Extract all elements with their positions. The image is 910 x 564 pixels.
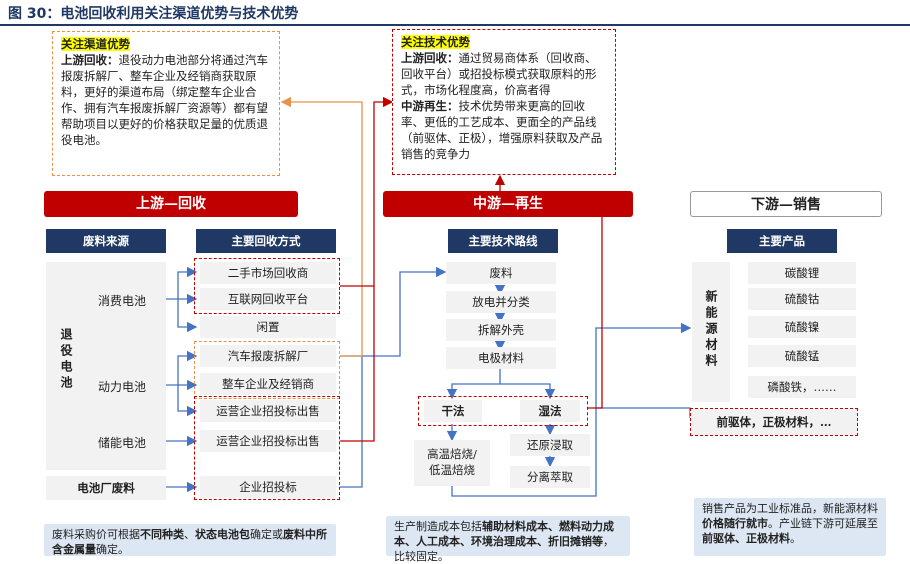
tech-advantage-note: 关注技术优势 上游回收：通过贸易商体系（回收商、回收平台）或招投标模式获取原料的… (392, 29, 616, 175)
method-enterprise-bidding: 企业招投标 (200, 476, 336, 498)
channel-note-heading: 关注渠道优势 (61, 37, 130, 51)
midstream-header: 中游—再生 (383, 191, 633, 217)
method-idle: 闲置 (200, 316, 336, 338)
tech-note-sub-midstream: 中游再生： (401, 99, 459, 113)
footnote-text: 废料采购价可根据 (52, 528, 140, 541)
footnote-bold: 辅助材料成本、燃料动力成本、人工成本、环境治理成本、折旧摊销等 (394, 520, 614, 548)
bidding-channel-outline (194, 396, 340, 500)
footnote-text: 。 (790, 532, 801, 545)
step-dismantle: 拆解外壳 (446, 319, 556, 341)
tech-note-text-midstream: 技术优势带来更高的回收率、更低的工艺成本、更面全的产品线（前驱体、正极），增强原… (401, 99, 603, 161)
new-energy-material-column: 新能源材料 (692, 262, 730, 402)
product-manganese-sulfate: 硫酸锰 (748, 345, 856, 367)
precursor-cathode-box: 前驱体，正极材料，… (690, 408, 858, 436)
footnote-downstream: 销售产品为工业标准品，新能源材料价格随行就市。产业链下游可延展至前驱体、正极材料… (694, 498, 886, 556)
method-oem-dealer: 整车企业及经销商 (200, 373, 336, 395)
footnote-text: 。产业链下游可延展至 (768, 517, 878, 530)
power-battery-label: 动力电池 (98, 380, 147, 394)
storage-battery-label: 储能电池 (98, 436, 147, 450)
tech-note-heading: 关注技术优势 (401, 35, 470, 49)
title-divider (0, 24, 910, 26)
footnote-midstream: 生产制造成本包括辅助材料成本、燃料动力成本、人工成本、环境治理成本、折旧摊销等，… (386, 516, 630, 563)
channel-note-text: 退役动力电池部分将通过汽车报废拆解厂、整车企业及经销商获取原料，更好的渠道布局（… (61, 53, 268, 147)
retired-battery-label: 退役电池 (59, 328, 73, 392)
footnote-bold: 状态电池包 (195, 528, 250, 541)
footnote-text: 、 (184, 528, 195, 541)
footnote-text: 确定。 (96, 543, 129, 556)
figure-title: 图 30：电池回收利用关注渠道优势与技术优势 (8, 6, 299, 22)
footnote-bold: 废料中所含金属量 (52, 528, 327, 556)
product-lithium-carbonate: 碳酸锂 (748, 262, 856, 284)
tech-route-header: 主要技术路线 (448, 229, 558, 253)
step-discharge-sort: 放电并分类 (446, 291, 556, 313)
trader-channel-outline (194, 258, 340, 314)
wet-process: 湿法 (520, 400, 580, 422)
consumer-battery-label: 消费电池 (98, 294, 147, 308)
battery-type-column (86, 262, 166, 470)
footnote-text: 确定或 (250, 528, 283, 541)
step-extraction: 分离萃取 (510, 466, 590, 488)
step-electrode-material: 电极材料 (446, 347, 556, 369)
method-scrapyard: 汽车报废拆解厂 (200, 345, 336, 367)
footnote-bold: 价格随行就市 (702, 517, 768, 530)
method-operator-bidding-storage: 运营企业招投标出售 (200, 430, 336, 452)
footnote-text: 生产制造成本包括 (394, 520, 482, 533)
tech-note-text-upstream: 通过贸易商体系（回收商、回收平台）或招投标模式获取原料的形式，市场化程度高，价高… (401, 51, 597, 97)
channel-advantage-note: 关注渠道优势 上游回收：退役动力电池部分将通过汽车报废拆解厂、整车企业及经销商获… (52, 31, 280, 176)
footnote-upstream: 废料采购价可根据不同种类、状态电池包确定或废料中所含金属量确定。 (44, 524, 336, 556)
method-operator-bidding-power: 运营企业招投标出售 (200, 400, 336, 422)
recycling-method-header: 主要回收方式 (196, 229, 336, 253)
step-waste: 废料 (446, 262, 556, 284)
channel-note-subheading: 上游回收： (61, 53, 119, 67)
product-nickel-sulfate: 硫酸镍 (748, 316, 856, 338)
main-products-header: 主要产品 (727, 229, 837, 253)
footnote-bold: 前驱体、正极材料 (702, 532, 790, 545)
factory-waste-label: 电池厂废料 (46, 476, 166, 500)
footnote-bold: 不同种类 (140, 528, 184, 541)
oem-channel-outline (194, 341, 340, 399)
dry-process: 干法 (424, 400, 482, 422)
process-outline (418, 396, 588, 426)
product-cobalt-sulfate: 硫酸钴 (748, 288, 856, 310)
retired-battery-column: 退役电池 (46, 262, 86, 470)
upstream-header: 上游—回收 (44, 191, 298, 217)
new-energy-material-label: 新能源材料 (704, 290, 718, 370)
method-online-platform: 互联网回收平台 (200, 288, 336, 310)
step-reduction-leaching: 还原浸取 (510, 434, 590, 456)
tech-note-sub-upstream: 上游回收： (401, 51, 459, 65)
product-iron-phosphate: 磷酸铁，…… (748, 376, 856, 398)
downstream-header: 下游—销售 (690, 191, 882, 217)
method-secondhand-recycler: 二手市场回收商 (200, 262, 336, 284)
waste-source-header: 废料来源 (46, 229, 166, 253)
step-roasting: 高温焙烧/低温焙烧 (414, 440, 490, 486)
footnote-text: 销售产品为工业标准品，新能源材料 (702, 502, 878, 515)
